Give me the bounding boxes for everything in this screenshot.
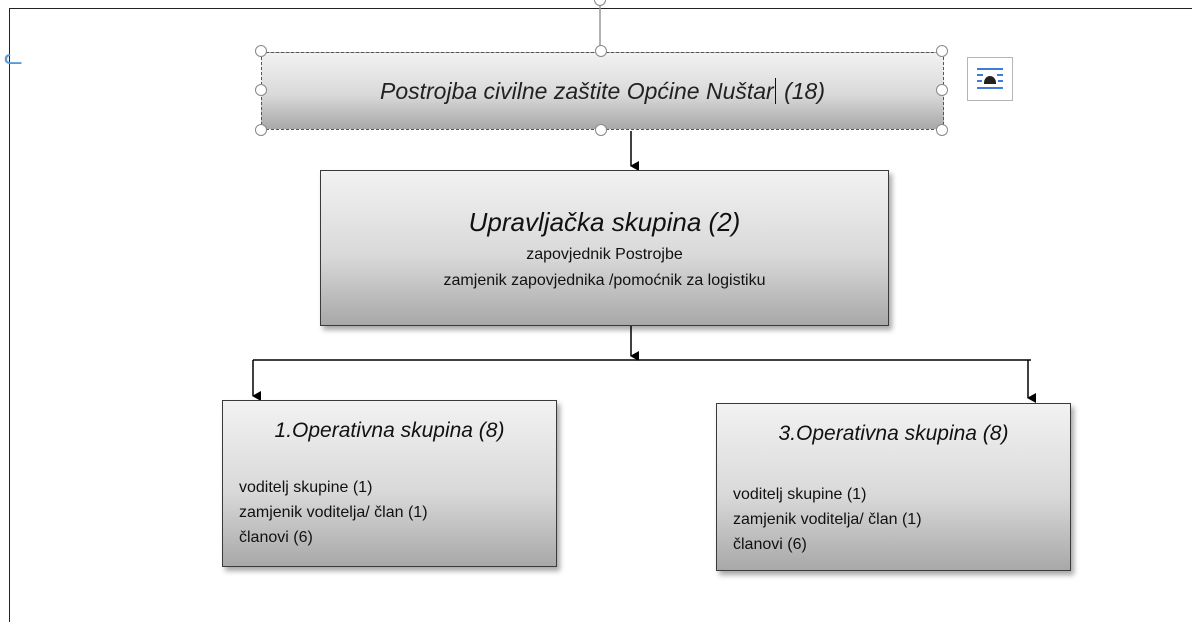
text-caret [774,77,776,104]
list-item: članovi (6) [733,536,807,553]
group-box-3[interactable]: 3.Operativna skupina (8) voditelj skupin… [716,403,1071,571]
resize-handle-sw[interactable] [255,124,267,136]
list-item: voditelj skupine (1) [239,479,373,496]
management-title: Upravljačka skupina (2) [468,207,741,237]
resize-handle-e[interactable] [936,84,948,96]
list-item: voditelj skupine (1) [733,486,867,503]
list-item: zamjenik voditelja/ član (1) [239,504,428,521]
group-title: 1.Operativna skupina (8) [274,419,505,442]
layout-options-icon[interactable] [967,57,1013,101]
management-box[interactable]: Upravljačka skupina (2) zapovjednik Post… [320,170,889,326]
management-line-1: zapovjednik Postrojbe [526,246,683,263]
resize-handle-s[interactable] [595,124,607,136]
group-member-list: voditelj skupine (1) zamjenik voditelja/… [733,482,1070,557]
unit-title[interactable]: Postrojba civilne zaštite Općine Nuštar … [379,77,826,105]
resize-handle-ne[interactable] [936,45,948,57]
list-item: zamjenik voditelja/ član (1) [733,511,922,528]
unit-box-selected[interactable]: Postrojba civilne zaštite Općine Nuštar … [261,52,944,130]
resize-handle-n[interactable] [595,45,607,57]
resize-handle-nw[interactable] [255,45,267,57]
group-title: 3.Operativna skupina (8) [778,422,1009,445]
resize-handle-w[interactable] [255,84,267,96]
text-cursor-icon: ᓚ [4,44,23,69]
unit-count: (18) [784,77,826,104]
group-box-1[interactable]: 1.Operativna skupina (8) voditelj skupin… [222,400,557,567]
list-item: članovi (6) [239,529,313,546]
management-line-2: zamjenik zapovjednika /pomoćnik za logis… [443,272,766,289]
unit-title-text: Postrojba civilne zaštite Općine Nuštar [379,77,774,104]
page-border-left [9,8,10,622]
resize-handle-se[interactable] [936,124,948,136]
group-member-list: voditelj skupine (1) zamjenik voditelja/… [239,475,556,550]
